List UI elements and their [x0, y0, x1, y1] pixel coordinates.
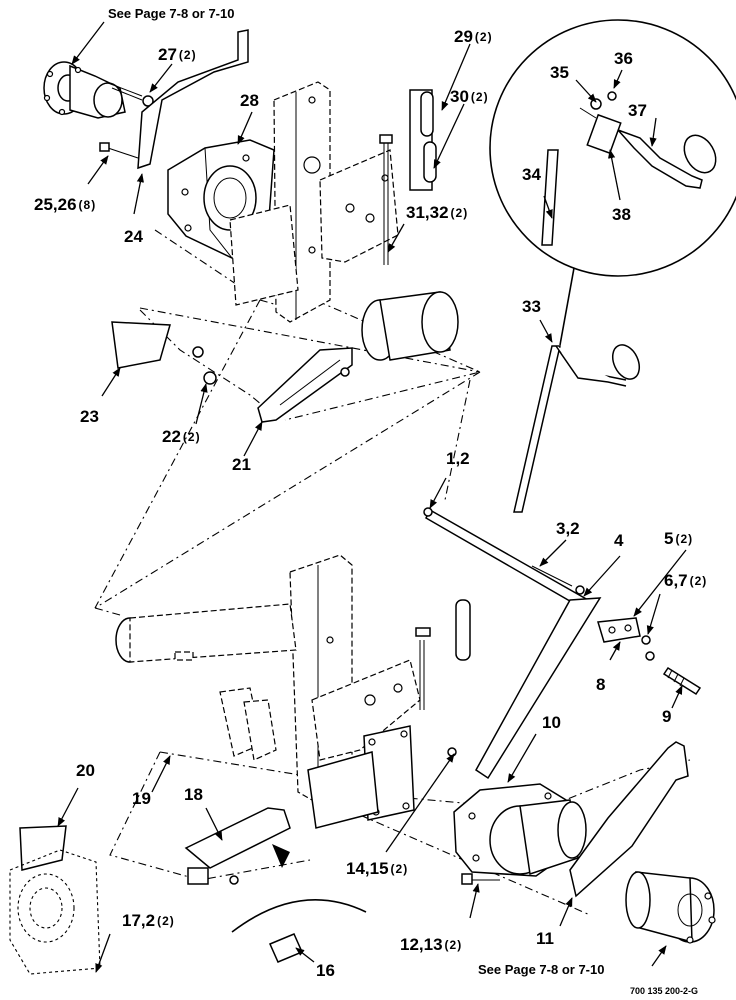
callout-35: 35 [550, 63, 569, 82]
callout-34: 34 [522, 165, 541, 184]
callout-38: 38 [612, 205, 631, 224]
callout-8: 8 [596, 675, 606, 694]
phantom-lines [94, 229, 691, 916]
top-hub [43, 61, 126, 119]
detail-circle [489, 19, 736, 346]
callout-30: 30(2) [450, 87, 489, 106]
callout-1-2: 1,2 [446, 449, 470, 468]
callout-29: 29(2) [454, 27, 493, 46]
callout-33: 33 [522, 297, 541, 316]
callout-36: 36 [614, 49, 633, 68]
callout-21: 21 [232, 455, 251, 474]
callout-20: 20 [76, 761, 95, 780]
lower-assembly [9, 554, 716, 975]
callout-31-32: 31,32(2) [406, 203, 469, 222]
callout-28: 28 [240, 91, 259, 110]
callout-14-15: 14,15(2) [346, 859, 409, 878]
callout-27: 27(2) [158, 45, 197, 64]
callout-19: 19 [132, 789, 151, 808]
callout-11: 11 [536, 929, 554, 948]
top-page-reference: See Page 7-8 or 7-10 [108, 6, 235, 21]
callout-24: 24 [124, 227, 143, 246]
drawing-code: 700 135 200-2-G [630, 986, 699, 996]
callout-4: 4 [614, 531, 624, 550]
top-assembly [43, 29, 459, 423]
callout-18: 18 [184, 785, 203, 804]
callout-3-2: 3,2 [556, 519, 580, 538]
callout-25-26: 25,26(8) [34, 195, 97, 214]
linkage [423, 344, 702, 780]
callout-10: 10 [542, 713, 561, 732]
callout-6-7: 6,7(2) [664, 571, 708, 590]
callout-37: 37 [628, 101, 647, 120]
callout-23: 23 [80, 407, 99, 426]
callout-5: 5(2) [664, 529, 694, 548]
callout-16: 16 [316, 961, 335, 980]
callout-12-13: 12,13(2) [400, 935, 463, 954]
callout-9: 9 [662, 707, 672, 726]
leader-arrows [57, 21, 687, 973]
callout-22: 22(2) [162, 427, 201, 446]
bottom-page-reference: See Page 7-8 or 7-10 [478, 962, 605, 977]
callout-17-2: 17,2(2) [122, 911, 175, 930]
